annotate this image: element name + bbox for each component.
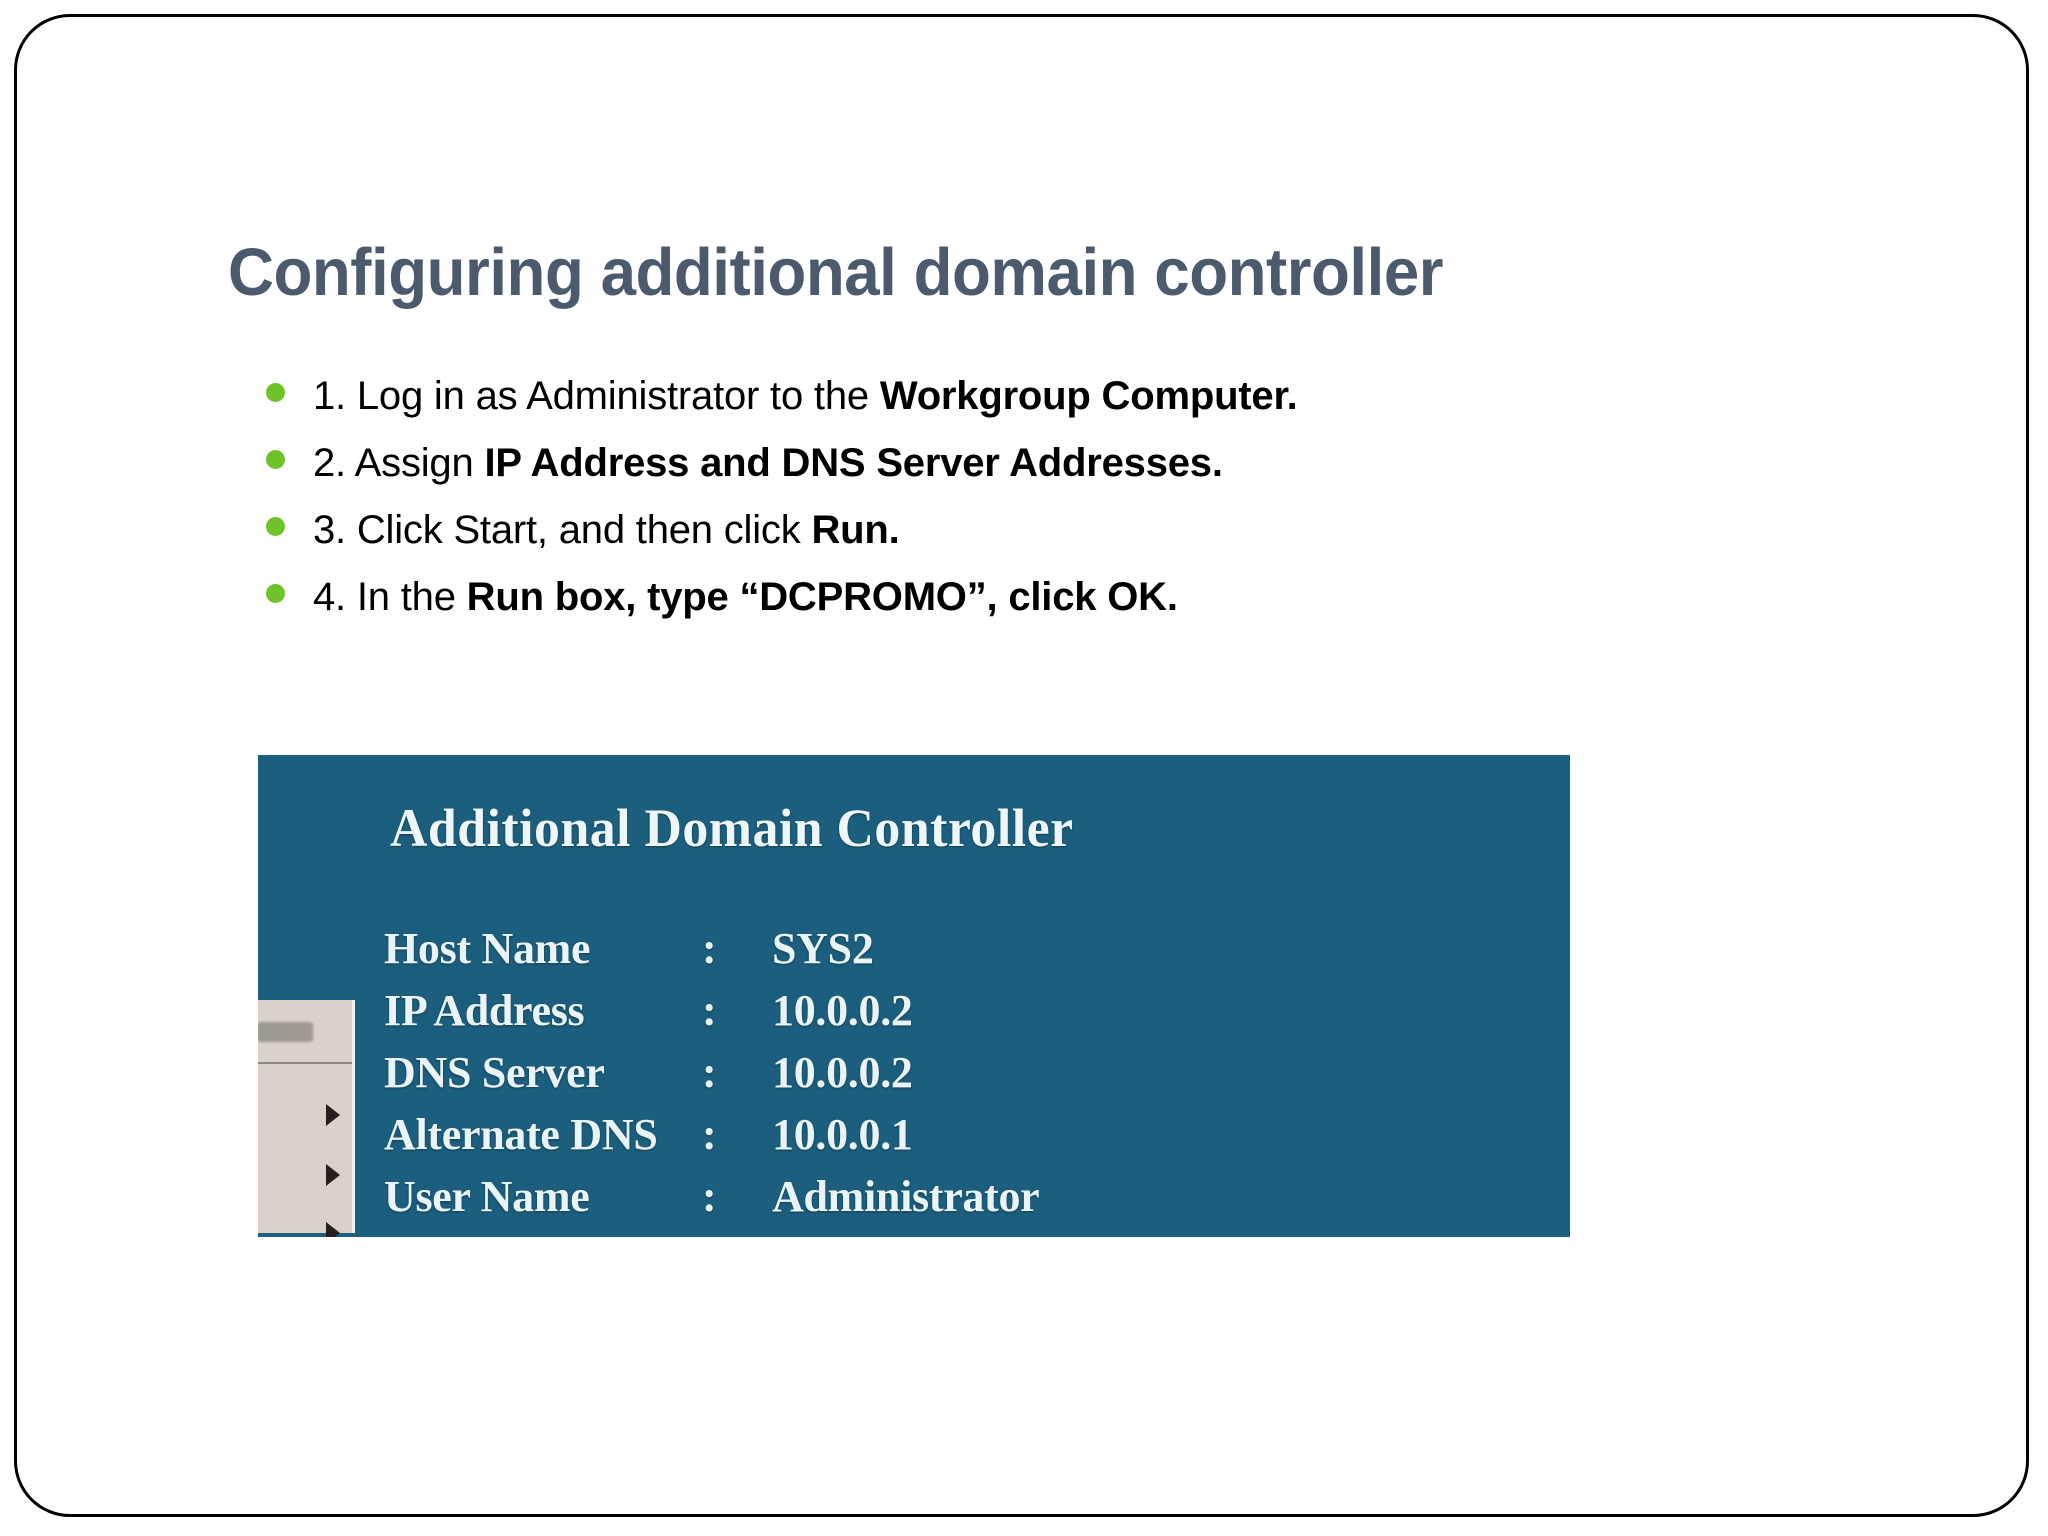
panel-heading: Additional Domain Controller: [390, 798, 1074, 858]
embedded-screenshot-image: Additional Domain Controller Host Name :…: [258, 755, 1570, 1237]
config-value: SYS2: [772, 924, 874, 973]
config-label: Host Name: [384, 924, 591, 973]
list-item-text-plain: 2. Assign: [313, 440, 485, 485]
table-row: Host Name : SYS2: [384, 923, 1039, 985]
bullet-dot-icon: [266, 383, 285, 402]
config-label: DNS Server: [384, 1048, 605, 1097]
list-item-text: 2. Assign IP Address and DNS Server Addr…: [313, 441, 1223, 485]
artifact-smudge-icon: [258, 1022, 313, 1042]
list-item-text: 1. Log in as Administrator to the Workgr…: [313, 374, 1298, 418]
config-value: 10.0.0.2: [772, 986, 913, 1035]
config-label: Alternate DNS: [384, 1110, 658, 1159]
chevron-right-icon: [326, 1222, 340, 1237]
page-title: Configuring additional domain controller: [228, 234, 1444, 310]
config-value: 10.0.0.2: [772, 1048, 913, 1097]
table-row: IP Address : 10.0.0.2: [384, 985, 1039, 1047]
config-value: Administrator: [772, 1172, 1040, 1221]
chevron-right-icon: [326, 1104, 340, 1126]
config-separator: :: [702, 924, 717, 973]
config-separator: :: [702, 1172, 717, 1221]
table-row: DNS Server : 10.0.0.2: [384, 1047, 1039, 1109]
list-item-text-plain: 4. In the: [313, 574, 467, 619]
chevron-right-icon: [326, 1164, 340, 1186]
config-separator: :: [702, 1048, 717, 1097]
config-label: IP Address: [384, 986, 585, 1035]
list-item-text-plain: 1. Log in as Administrator to the: [313, 373, 880, 418]
bullet-dot-icon: [266, 450, 285, 469]
bullet-dot-icon: [266, 517, 285, 536]
config-table: Host Name : SYS2 IP Address : 10.0.0.2 D…: [384, 923, 1040, 1233]
list-item-text: 3. Click Start, and then click Run.: [313, 508, 900, 552]
list-item-text-bold: Run box, type “DCPROMO”, click OK.: [466, 574, 1178, 619]
slide-border: [14, 14, 2029, 1517]
config-separator: :: [702, 986, 717, 1035]
list-item-text-bold: Workgroup Computer.: [879, 373, 1298, 418]
list-item-text-bold: Run.: [811, 507, 900, 552]
list-item: 3. Click Start, and then click Run.: [258, 496, 1858, 563]
bullet-dot-icon: [266, 584, 285, 603]
artifact-divider: [258, 1062, 352, 1064]
list-item: 1. Log in as Administrator to the Workgr…: [258, 362, 1858, 429]
list-item: 2. Assign IP Address and DNS Server Addr…: [258, 429, 1858, 496]
menu-fragment-artifact: [258, 1000, 355, 1237]
config-separator: :: [702, 1110, 717, 1159]
list-item-text-plain: 3. Click Start, and then click: [313, 507, 812, 552]
table-row: User Name : Administrator: [384, 1171, 1040, 1233]
list-item-text-bold: IP Address and DNS Server Addresses.: [484, 440, 1223, 485]
table-row: Alternate DNS : 10.0.0.1: [384, 1109, 1039, 1171]
config-label: User Name: [384, 1172, 590, 1221]
list-item: 4. In the Run box, type “DCPROMO”, click…: [258, 563, 1858, 630]
config-value: 10.0.0.1: [772, 1110, 913, 1159]
instruction-list: 1. Log in as Administrator to the Workgr…: [258, 362, 1858, 630]
list-item-text: 4. In the Run box, type “DCPROMO”, click…: [313, 575, 1178, 619]
